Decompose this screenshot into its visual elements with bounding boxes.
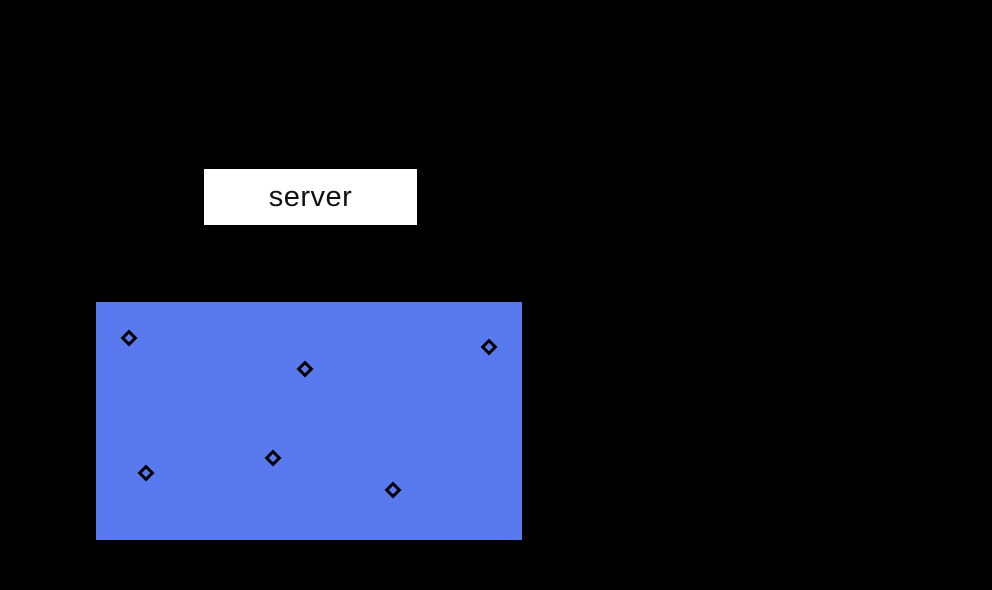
server-label: server bbox=[268, 180, 353, 213]
server-box: server bbox=[202, 167, 419, 227]
pool-rect bbox=[96, 302, 522, 540]
